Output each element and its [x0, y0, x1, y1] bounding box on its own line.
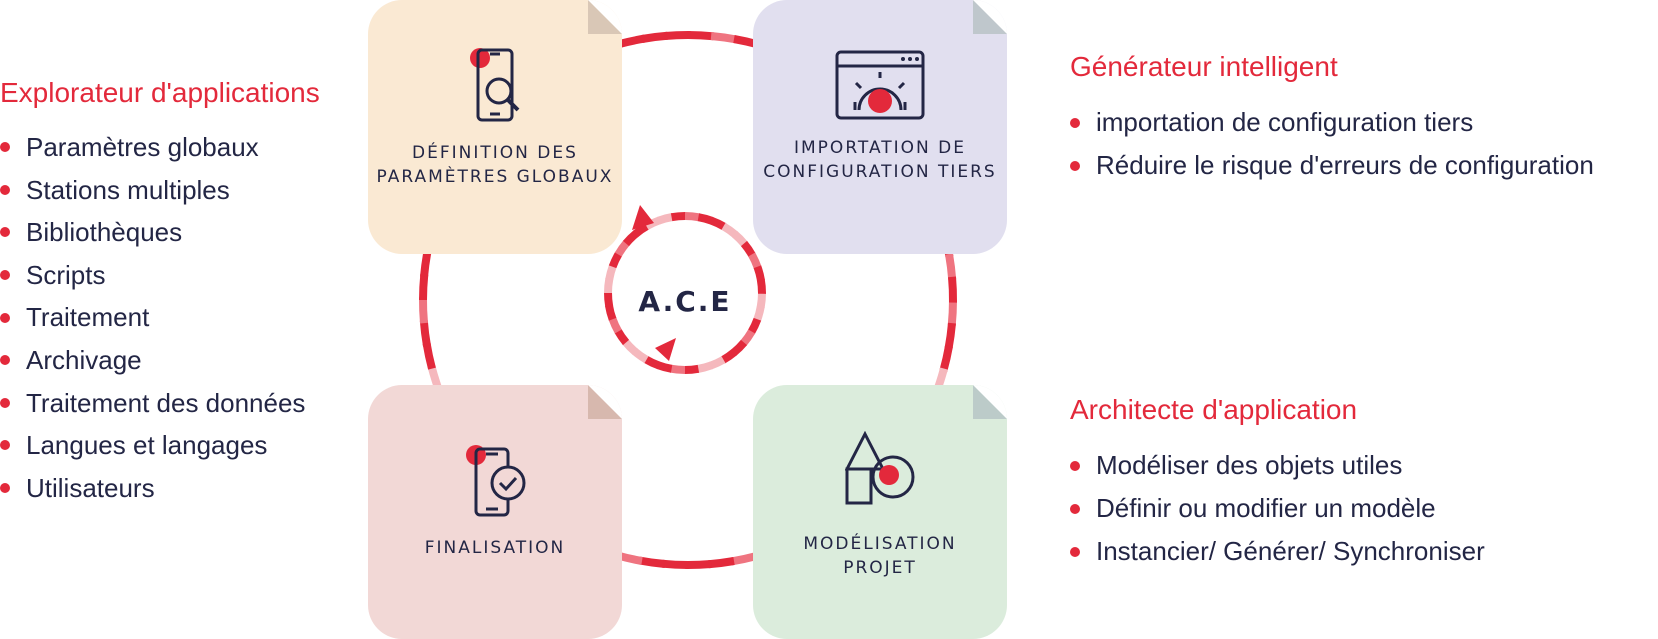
ring-segment [614, 328, 630, 346]
card-label-line: IMPORTATION DE [794, 138, 966, 158]
ring-segment [753, 265, 765, 282]
right-top-panel-list: importation de configuration tiers Rédui… [1070, 101, 1594, 187]
card-label-line: MODÉLISATION [803, 534, 957, 554]
ring-segment [608, 251, 623, 269]
ring-segment [419, 320, 431, 347]
ring-segment [947, 299, 957, 327]
cycle-center-label: A.C.E [638, 285, 732, 318]
ring-segment [747, 317, 762, 335]
card-label: FINALISATION [368, 536, 622, 560]
list-item: Paramètres globaux [0, 126, 305, 169]
list-item: Définir ou modifier un modèle [1070, 487, 1485, 530]
ring-segment [720, 348, 738, 364]
phone-check-icon [466, 445, 526, 517]
ring-segment [731, 230, 748, 247]
ring-segment [622, 339, 639, 356]
ring-segment [687, 31, 715, 41]
ring-segment [664, 30, 691, 40]
ring-segment [608, 317, 622, 334]
ring-segment [939, 345, 953, 373]
ring-segment [731, 339, 748, 356]
ring-segment [685, 560, 712, 570]
list-item: Réduire le risque d'erreurs de configura… [1070, 144, 1594, 187]
ring-segment [710, 32, 738, 44]
list-item: Traitement des données [0, 382, 305, 425]
list-item: Traitement [0, 296, 305, 339]
card-third-party-import: IMPORTATION DE CONFIGURATION TIERS [753, 0, 1007, 254]
page-fold [588, 0, 622, 34]
ring-segment [638, 556, 666, 568]
ring-segment [614, 240, 630, 257]
ring-segment [708, 557, 735, 569]
card-label: IMPORTATION DE CONFIGURATION TIERS [753, 136, 1007, 184]
ring-segment [656, 361, 673, 373]
card-label: MODÉLISATION PROJET [753, 532, 1007, 580]
ring-segment [684, 364, 700, 374]
ring-segment [748, 252, 762, 269]
browser-gear-icon [835, 50, 925, 120]
ring-segment [643, 355, 661, 370]
right-bottom-panel-title: Architecte d'application [1070, 394, 1358, 425]
list-item: Modéliser des objets utiles [1070, 444, 1485, 487]
shapes-icon [845, 431, 915, 505]
ring-segment [641, 31, 668, 43]
left-panel-title: Explorateur d'applications [0, 77, 320, 108]
ring-segment [420, 250, 432, 278]
ring-segment [661, 559, 689, 569]
card-project-modeling: MODÉLISATION PROJET [753, 385, 1007, 639]
page-fold [973, 0, 1007, 34]
list-item: Archivage [0, 339, 305, 382]
card-label: DÉFINITION DES PARAMÈTRES GLOBAUX [368, 141, 622, 189]
ring-segment [670, 364, 686, 375]
list-item: Instancier/ Générer/ Synchroniser [1070, 530, 1485, 573]
phone-search-icon [470, 48, 520, 122]
ring-segment [709, 216, 727, 231]
ring-segment [684, 211, 700, 222]
right-top-panel-title: Générateur intelligent [1070, 51, 1338, 82]
card-label-line: CONFIGURATION TIERS [763, 162, 997, 182]
ring-segment [756, 278, 766, 294]
ring-segment [418, 297, 428, 324]
list-item: Utilisateurs [0, 467, 305, 510]
ring-segment [657, 213, 674, 225]
page-fold [588, 385, 622, 419]
left-panel-list: Paramètres globaux Stations multiples Bi… [0, 126, 305, 509]
ring-segment [419, 273, 429, 301]
ring-segment [697, 213, 714, 225]
ring-segment [721, 222, 738, 238]
list-item: importation de configuration tiers [1070, 101, 1594, 144]
ring-segment [945, 253, 957, 280]
list-item: Scripts [0, 254, 305, 297]
ring-segment [740, 329, 756, 346]
card-label-line: PROJET [843, 558, 917, 578]
cycle-arrow-bottom [655, 338, 676, 361]
ring-segment [709, 356, 726, 370]
ring-segment [632, 348, 649, 364]
ring-segment [948, 276, 958, 303]
card-global-parameters: DÉFINITION DES PARAMÈTRES GLOBAUX [368, 0, 622, 254]
list-item: Stations multiples [0, 169, 305, 212]
ring-segment [696, 361, 713, 373]
ring-segment [618, 34, 646, 48]
list-item: Langues et langages [0, 424, 305, 467]
list-item: Bibliothèques [0, 211, 305, 254]
page-fold [973, 385, 1007, 419]
cycle-arrow-top [632, 205, 654, 230]
card-label-line: FINALISATION [424, 538, 566, 558]
ring-segment [756, 292, 767, 308]
inner-ring [603, 211, 767, 375]
card-label-line: DÉFINITION DES [412, 143, 578, 163]
ring-segment [422, 342, 436, 370]
right-bottom-panel-list: Modéliser des objets utiles Définir ou m… [1070, 444, 1485, 573]
ring-segment [944, 322, 956, 350]
card-label-line: PARAMÈTRES GLOBAUX [376, 167, 614, 187]
card-finalisation: FINALISATION [368, 385, 622, 639]
ring-segment [605, 264, 617, 281]
ring-segment [740, 240, 756, 258]
ring-segment [670, 212, 686, 222]
ring-segment [622, 230, 639, 247]
